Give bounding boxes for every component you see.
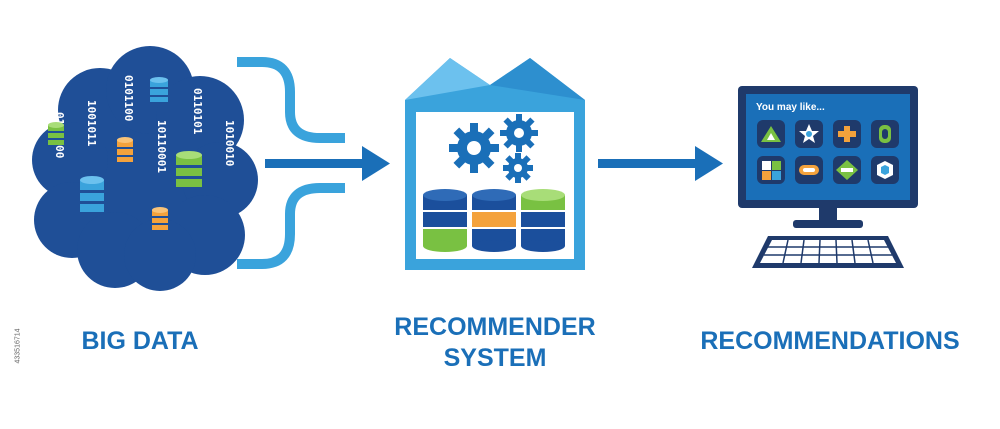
database-stack-icon [472,189,516,252]
big-data-label: BIG DATA [81,327,199,355]
stock-id: 433516714 [14,328,22,364]
triangle-icon [761,126,781,142]
binary-column: 10110001 [155,120,168,173]
recommender-label-line1: RECOMMENDER [394,313,596,341]
database-stack-icon [423,189,467,252]
binary-column: 0101100 [122,75,135,121]
recommender-system-label: RECOMMENDER SYSTEM [355,312,635,374]
hexagon-icon [877,161,893,179]
pill-icon [879,125,891,143]
recommender-building [405,58,585,270]
database-stack-icon [521,189,565,252]
keyboard [752,236,904,268]
computer-monitor: You may like... [738,86,918,228]
arrow-icon [598,146,723,181]
binary-column: 1001011 [85,100,98,147]
recommender-label-line2: SYSTEM [443,344,547,372]
cloud-database-icon [48,77,202,230]
diamond-icon [836,160,858,180]
star-icon [799,124,819,143]
squares-icon [762,161,781,180]
binary-column: 1010010 [223,120,236,166]
capsule-icon [799,165,819,175]
recommendations-label: RECOMMENDATIONS [700,327,960,355]
plus-icon [838,126,856,142]
arrow-icon [265,146,390,181]
binary-column: 0110101 [191,88,204,135]
input-funnel [237,57,345,269]
screen-caption: You may like... [756,102,825,113]
